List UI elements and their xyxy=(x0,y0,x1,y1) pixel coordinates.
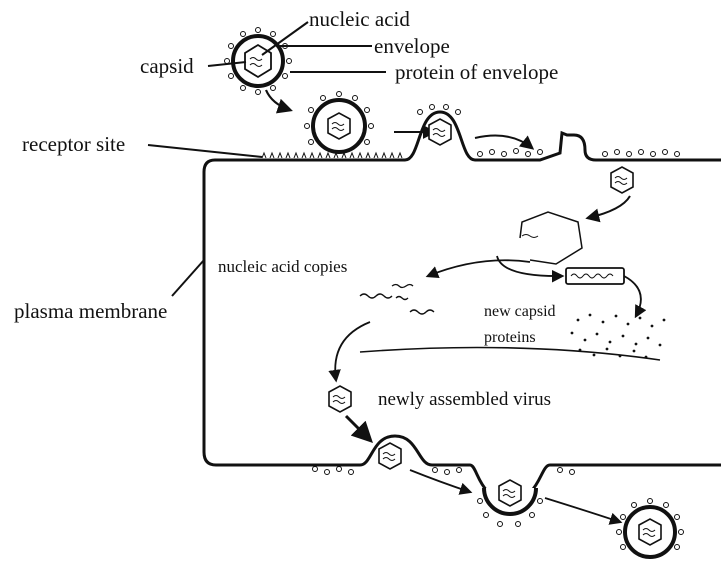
arrow-budding xyxy=(409,469,473,495)
capsid-protein-dots xyxy=(570,313,666,359)
label-nucleic-acid-copies: nucleic acid copies xyxy=(218,257,347,276)
leader-receptor-site xyxy=(147,144,263,158)
arrow-proteins-to-assembly xyxy=(359,346,661,361)
arrow-release xyxy=(544,497,623,525)
label-protein-of-envelope: protein of envelope xyxy=(395,60,558,84)
virus-exiting xyxy=(477,479,543,527)
leader-nucleic-acid xyxy=(261,21,309,56)
virus-released xyxy=(616,498,684,559)
arrow-to-disassembly xyxy=(585,195,631,223)
label-receptor-site: receptor site xyxy=(22,132,125,156)
label-new-capsid-proteins: proteins xyxy=(484,329,536,346)
arrow-uncoat xyxy=(474,134,535,150)
receptor-marks-bottom xyxy=(312,466,575,475)
nucleic-acid-copies xyxy=(359,283,435,315)
open-capsid xyxy=(519,211,583,265)
arrow-to-exit xyxy=(344,414,373,443)
leader-capsid xyxy=(207,61,247,67)
label-plasma-membrane: plasma membrane xyxy=(14,299,167,323)
arrow-to-copies xyxy=(425,259,531,279)
virus-attaching xyxy=(304,91,374,154)
arrow-to-proteins xyxy=(623,275,647,319)
label-envelope: envelope xyxy=(374,34,450,58)
label-newly-assembled-virus: newly assembled virus xyxy=(378,389,551,410)
arrow-copies-to-assembly xyxy=(328,321,371,383)
virus-entering xyxy=(417,104,461,146)
arrow-to-mrna xyxy=(496,255,565,283)
plasma-membrane-outline xyxy=(202,110,721,502)
label-capsid: capsid xyxy=(140,54,194,78)
newly-assembled-virus xyxy=(328,385,352,413)
virus-labelled xyxy=(224,27,292,95)
label-new-capsid: new capsid xyxy=(484,303,556,320)
virus-budding xyxy=(378,442,402,470)
receptor-marks-top xyxy=(261,148,680,159)
leader-plasma-membrane xyxy=(171,259,205,297)
arrow-approach xyxy=(264,89,293,114)
label-nucleic-acid: nucleic acid xyxy=(309,7,410,31)
released-capsid xyxy=(610,166,634,194)
